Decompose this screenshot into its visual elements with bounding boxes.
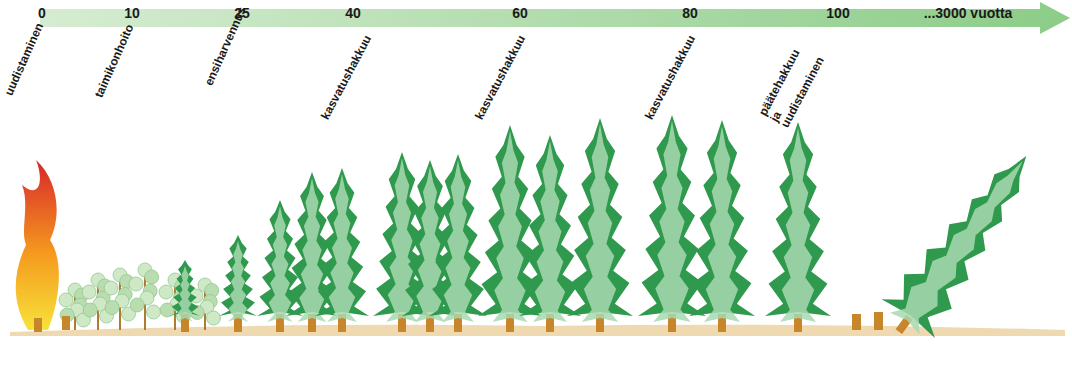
crown-light (177, 266, 194, 322)
stump (852, 314, 861, 330)
trees (59, 115, 1053, 351)
spruce-tree (219, 235, 257, 332)
crown-light (298, 178, 327, 322)
year-number: 60 (512, 6, 528, 21)
crown-light (704, 126, 740, 322)
stage-label: taimikonhoito (92, 23, 136, 100)
fire (16, 160, 59, 330)
spruce-tree (429, 154, 487, 332)
spruce-tree (689, 120, 755, 332)
year-number: 80 (682, 6, 698, 21)
stage-label: kasvatushakkuu (319, 34, 374, 122)
deciduous-sapling (129, 263, 160, 330)
spruce-tree (315, 168, 369, 332)
crown-light (228, 241, 249, 322)
stage-label: kasvatushakkuu (473, 34, 528, 122)
crown-light (327, 174, 357, 322)
stump (874, 312, 883, 330)
spruce-tree (765, 122, 831, 332)
spruce-tree (170, 260, 200, 332)
crown-light (890, 150, 1038, 334)
crown (882, 137, 1054, 338)
time-arrow (40, 2, 1070, 34)
year-number: 10 (124, 6, 140, 21)
crown-light (780, 128, 816, 322)
year-number: ...3000 vuotta (924, 6, 1013, 21)
spruce-tree (519, 135, 581, 332)
year-number: 40 (345, 6, 361, 21)
stage-label: uudistaminen (2, 22, 45, 98)
spruce-tree (567, 118, 633, 332)
spruce-tree (638, 115, 706, 332)
deciduous-sapling (189, 278, 220, 330)
spruce-tree (872, 137, 1053, 351)
stump (62, 316, 70, 330)
stage-label: päätehakkuu ja uudistaminen (757, 38, 830, 130)
crown-light (442, 160, 474, 322)
stage-label: kasvatushakkuu (643, 34, 698, 122)
year-number: 0 (38, 6, 46, 21)
deciduous-sapling (104, 268, 135, 330)
crown-light (492, 131, 527, 322)
crown-light (653, 121, 690, 322)
year-number: 100 (826, 6, 849, 21)
stump (34, 318, 42, 332)
crown-light (582, 124, 618, 322)
crown-light (267, 206, 292, 322)
crown-light (533, 141, 567, 322)
